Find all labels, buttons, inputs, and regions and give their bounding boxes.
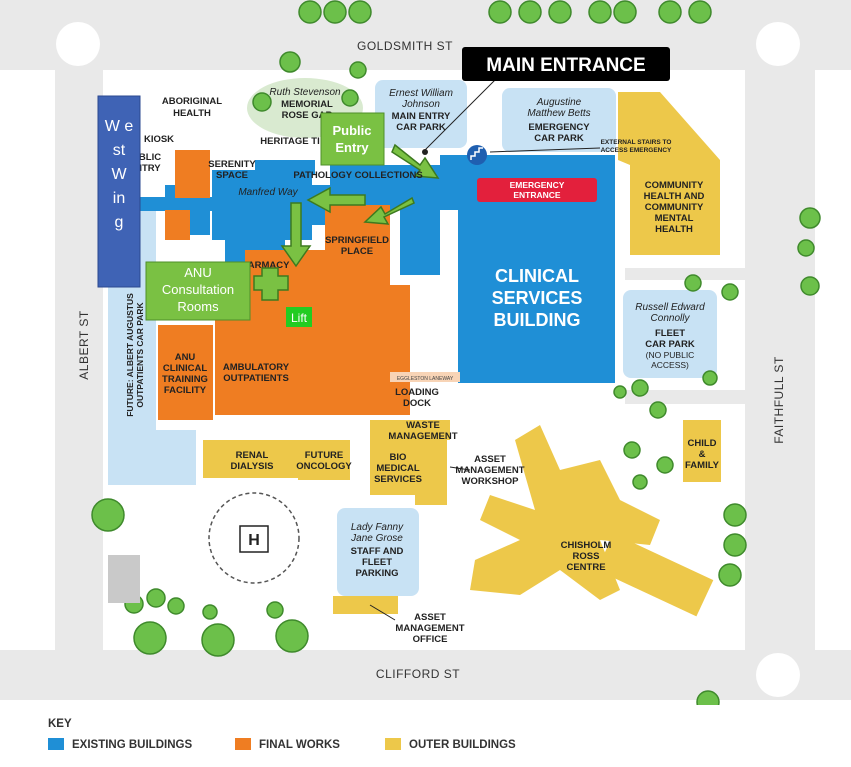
eggleston-laneway (390, 372, 460, 382)
label-kiosk: KIOSK (144, 134, 174, 145)
lift-label: Lift (291, 311, 308, 325)
lift-box (286, 307, 312, 327)
stairs-icon (467, 145, 487, 165)
label-eggleston: EGGLESTON LANEWAY (397, 376, 454, 382)
grey-structure (108, 555, 140, 603)
key-swatch-existing (48, 738, 64, 750)
label-pharmacy: PHARMACY (235, 260, 291, 271)
arrow-to-pathology (306, 186, 366, 214)
arrow-to-entrance (391, 143, 440, 179)
helipad-label: H (248, 532, 260, 549)
key-label-outer: OUTER BUILDINGS (409, 739, 516, 751)
street-albert: ALBERT ST (77, 310, 91, 380)
street-goldsmith: GOLDSMITH ST (357, 39, 453, 53)
key-swatch-outer (385, 738, 401, 750)
main-entrance-label: MAIN ENTRANCE (486, 55, 645, 76)
key-label-existing: EXISTING BUILDINGS (72, 739, 192, 751)
main-entrance-point (422, 149, 428, 155)
helipad-marker (239, 525, 269, 553)
main-entrance-box (462, 47, 670, 81)
route-arrows (280, 143, 440, 268)
label-child-family: CHILD&FAMILY (685, 438, 720, 471)
key-swatch-final (235, 738, 251, 750)
label-manfred-way: Manfred Way (238, 187, 298, 198)
anu-consultation-box (145, 261, 251, 321)
helipad-circle (208, 492, 300, 584)
west-wing-box (97, 95, 141, 288)
key-label-final: FINAL WORKS (259, 739, 340, 751)
key-title: KEY (48, 718, 72, 730)
label-heritage: HERITAGE TI (260, 136, 319, 147)
arrow-to-lift (280, 202, 312, 268)
public-entry-box (320, 112, 385, 166)
street-clifford: CLIFFORD ST (376, 667, 460, 681)
label-future-car-park: FUTURE: ALBERT AUGUSTUSOUTPATIENTS CAR P… (125, 293, 145, 417)
outer-buildings (203, 92, 721, 617)
trees (91, 0, 821, 714)
leader-lines (369, 79, 601, 621)
label-rose-garden-name: Ruth Stevenson (269, 87, 341, 98)
arrow-to-springfield (363, 196, 415, 225)
emergency-entrance-banner (477, 178, 597, 202)
map-key: KEY EXISTING BUILDINGS FINAL WORKS OUTER… (0, 705, 851, 762)
medical-cross-icon (253, 267, 289, 301)
street-faithfull: FAITHFULL ST (772, 356, 786, 444)
label-pathology: PATHOLOGY COLLECTIONS (293, 170, 422, 181)
